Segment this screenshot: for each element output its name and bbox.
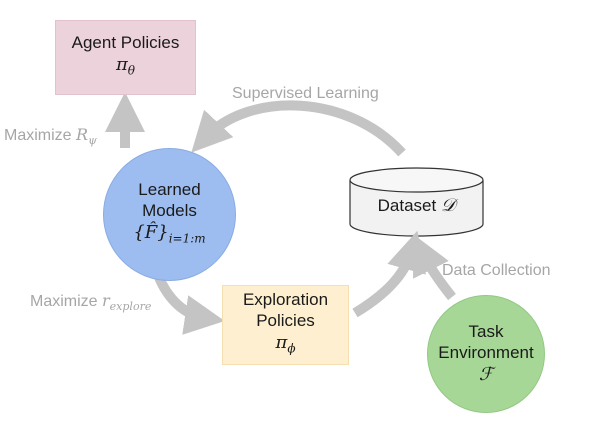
dataset-label: Dataset 𝒟 [377,195,456,216]
exploration-policies-symbol: πϕ [275,332,296,356]
learned-models-line2: Models [142,200,197,220]
task-environment-symbol: ℱ [478,364,494,385]
exploration-to-dataset-arrow [352,230,426,318]
dataset-symbol: 𝒟 [440,195,456,216]
maximize-r-explore-arrow [153,273,225,335]
dataset-cylinder [349,167,484,237]
learned-models-node: Learned Models {F̂}i=1:m [103,148,236,281]
agent-policies-symbol: πθ [115,54,136,78]
task-environment-node: Task Environment ℱ [427,295,545,413]
agent-policies-box: Agent Policies πθ [55,20,196,95]
supervised-learning-arrow [191,100,406,157]
exploration-policies-line2: Policies [256,311,315,331]
maximize-r-explore-label: Maximize rexplore [30,291,152,314]
learned-models-line1: Learned [138,179,201,199]
maximize-R-label: Maximize Rψ [4,125,97,148]
task-environment-line1: Task [468,322,504,341]
supervised-learning-label: Supervised Learning [232,85,379,102]
data-collection-label: Data Collection [442,262,551,279]
task-environment-line2: Environment [438,343,534,362]
agent-policies-title: Agent Policies [71,33,180,53]
exploration-policies-line1: Exploration [242,290,329,310]
exploration-policies-box: Exploration Policies πϕ [222,285,349,365]
data-collection-arrow [413,234,456,301]
learned-models-set: {F̂}i=1:m [133,221,206,246]
